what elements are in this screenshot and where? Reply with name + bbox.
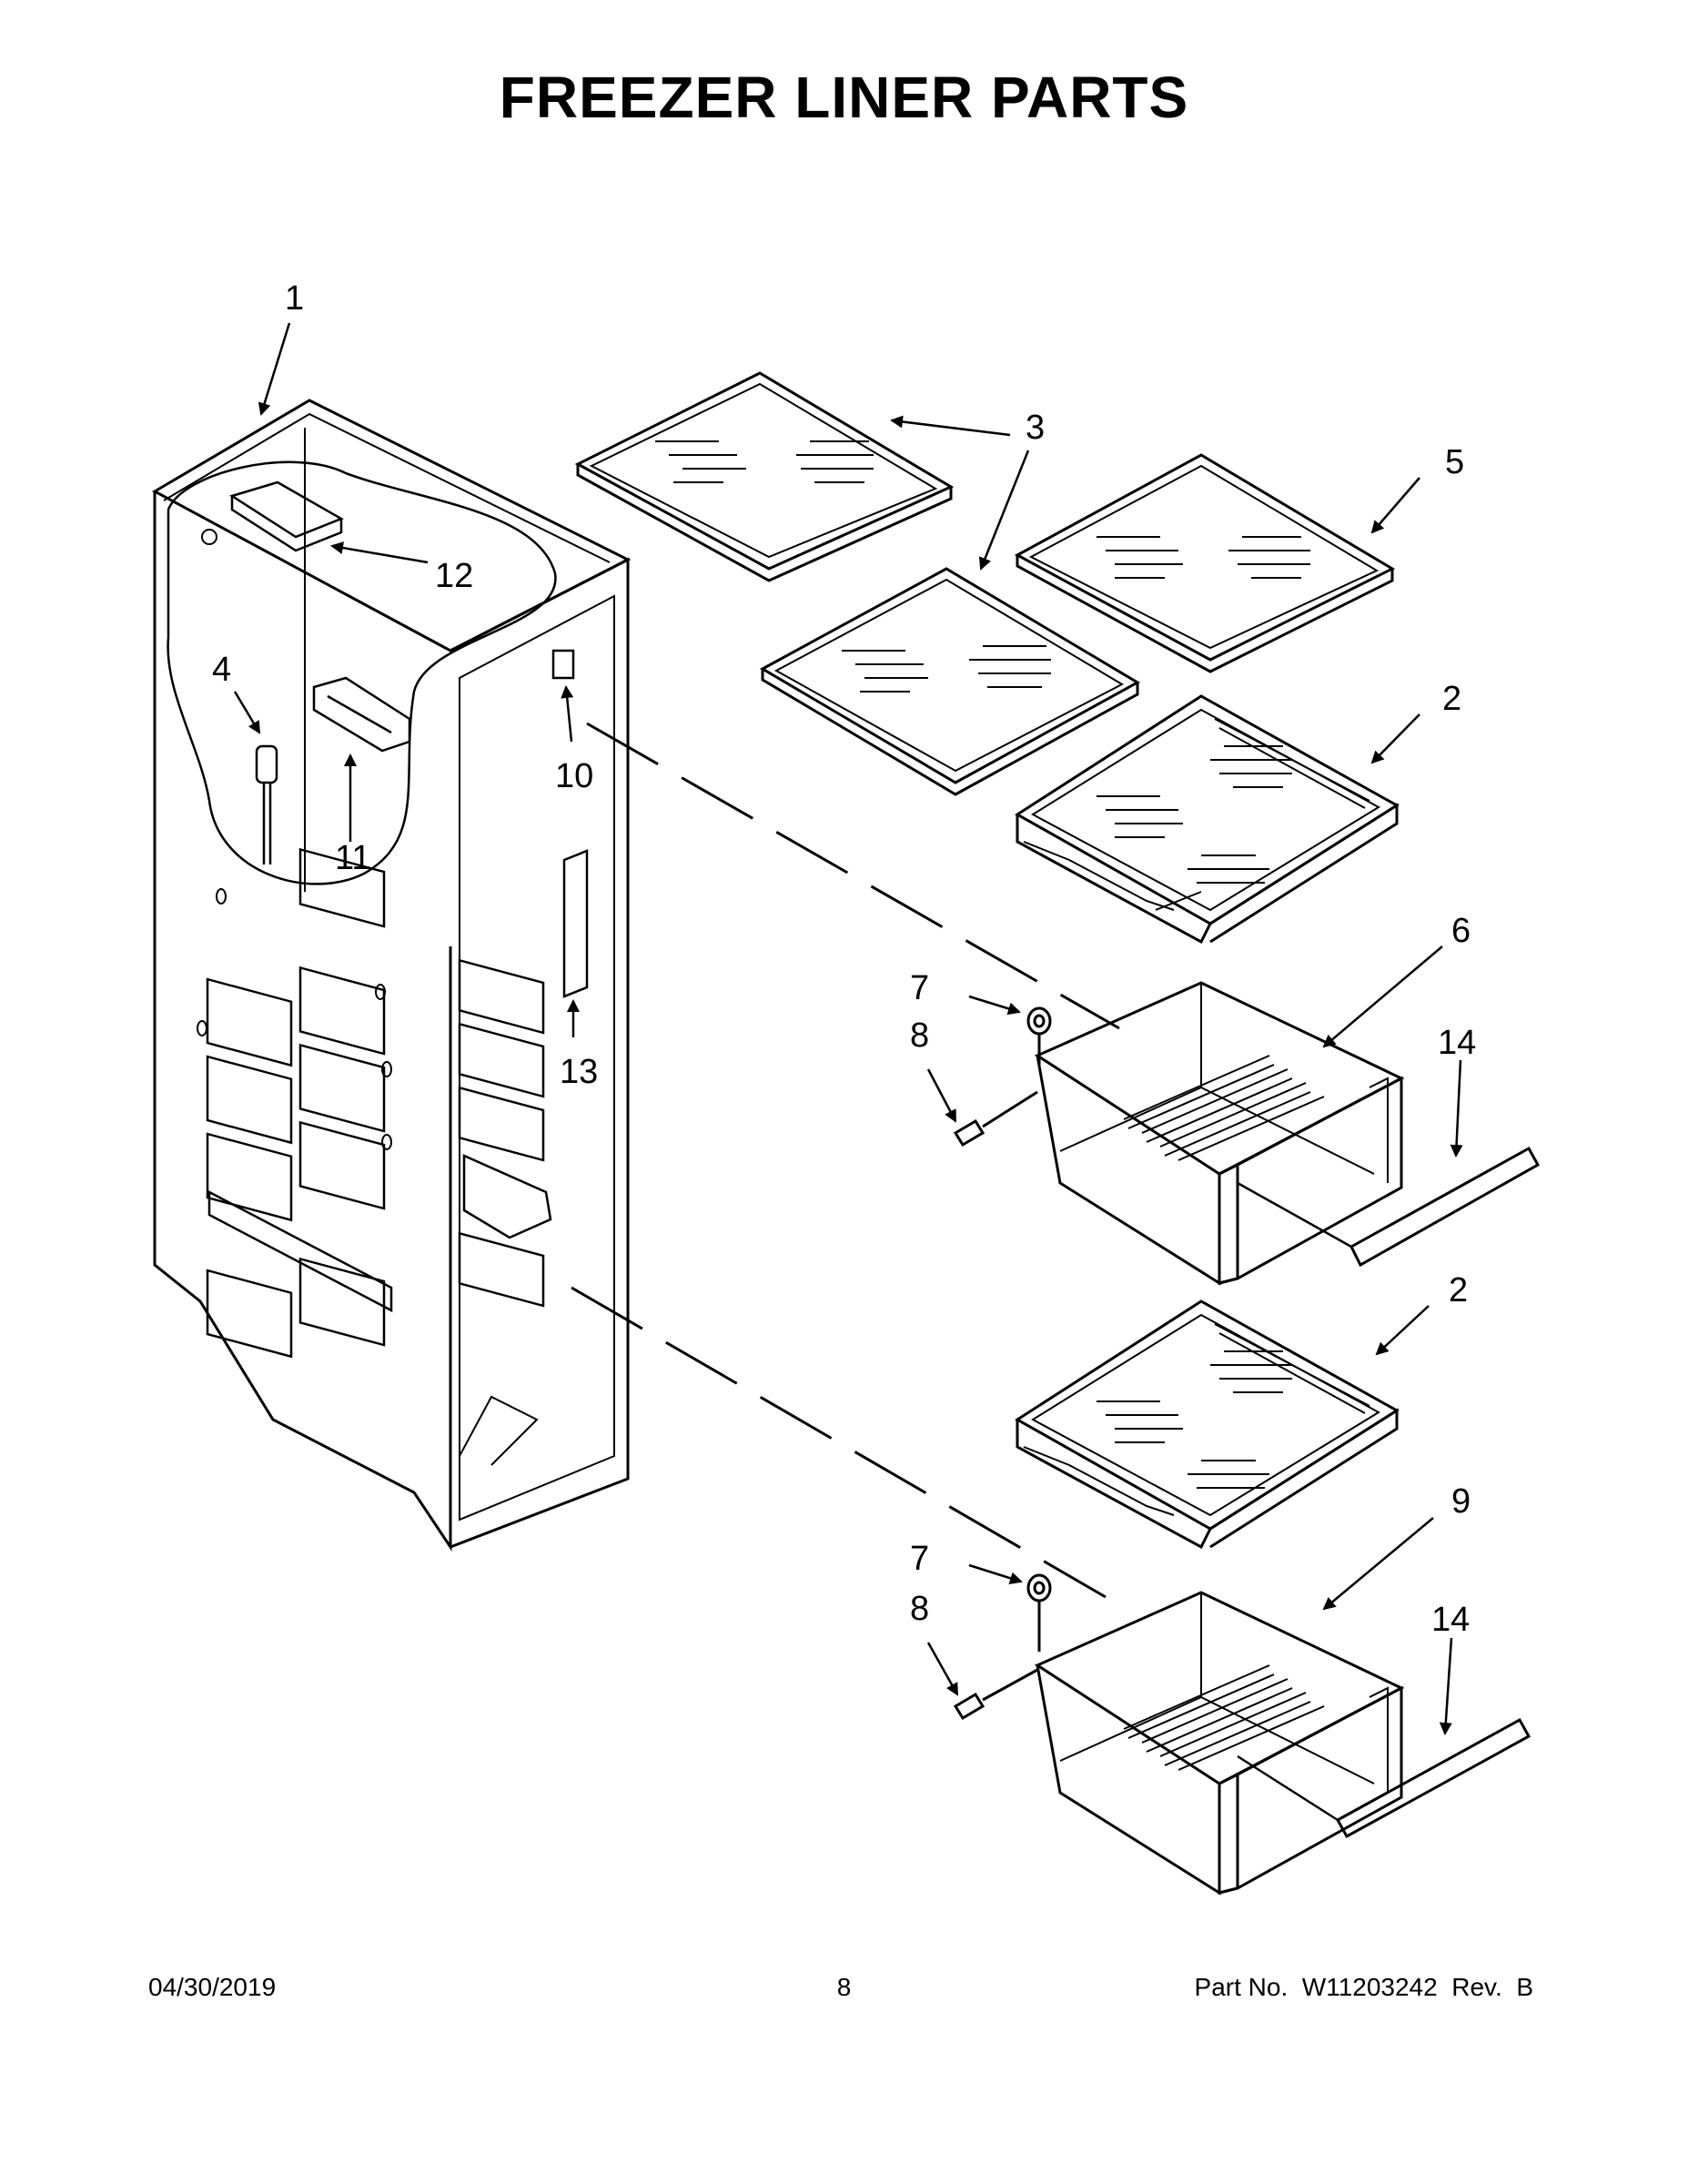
drawer-slide-lower — [1237, 1717, 1531, 1839]
callout-7-upper: 7 — [910, 969, 929, 1007]
roller-upper — [1026, 1006, 1052, 1065]
light-housing — [312, 676, 411, 753]
callout-7-lower: 7 — [910, 1540, 929, 1578]
callout-11: 11 — [335, 839, 370, 877]
glass-shelf-middle — [759, 567, 1141, 796]
callout-1: 1 — [285, 279, 304, 318]
footer-page-number: 8 — [836, 1973, 852, 2001]
footer-part-number: Part No. W11203242 Rev. B — [1194, 1973, 1533, 2001]
clip — [551, 649, 575, 680]
framed-shelf-upper — [1015, 694, 1400, 945]
glass-shelf-top — [574, 371, 955, 582]
leader-arrows — [233, 322, 1463, 1735]
framed-shelf-lower — [1015, 1299, 1400, 1550]
freezer-drawer-lower — [1034, 1591, 1405, 1896]
screw-lower — [953, 1668, 1038, 1721]
callout-8-upper: 8 — [910, 1016, 929, 1055]
roller-lower — [1026, 1573, 1052, 1652]
callout-4: 4 — [212, 651, 231, 689]
callout-6: 6 — [1451, 912, 1471, 950]
drawer-slide-upper — [1237, 1146, 1541, 1268]
control-box — [229, 480, 344, 552]
callout-8-lower: 8 — [910, 1590, 929, 1628]
alignment-dash-upper — [586, 722, 1120, 1030]
callout-14-lower: 14 — [1431, 1601, 1470, 1639]
callout-10: 10 — [555, 757, 593, 795]
glass-shelf-right — [1014, 453, 1396, 673]
callout-5: 5 — [1445, 443, 1464, 481]
freezer-drawer-upper — [1034, 981, 1405, 1286]
freezer-liner — [151, 399, 632, 1552]
callout-12: 12 — [435, 557, 473, 595]
callout-14-upper: 14 — [1438, 1024, 1476, 1062]
sensor — [255, 744, 278, 864]
page-title: FREEZER LINER PARTS — [499, 65, 1189, 130]
callout-2-upper: 2 — [1442, 680, 1461, 718]
screw-upper — [953, 1090, 1038, 1148]
alignment-dash-lower — [571, 1286, 1107, 1599]
callout-3: 3 — [1026, 409, 1045, 447]
callout-2-lower: 2 — [1449, 1271, 1468, 1309]
bracket — [562, 849, 589, 998]
footer-date: 04/30/2019 — [148, 1973, 277, 2001]
callout-9: 9 — [1451, 1482, 1471, 1521]
callout-13: 13 — [560, 1053, 598, 1091]
